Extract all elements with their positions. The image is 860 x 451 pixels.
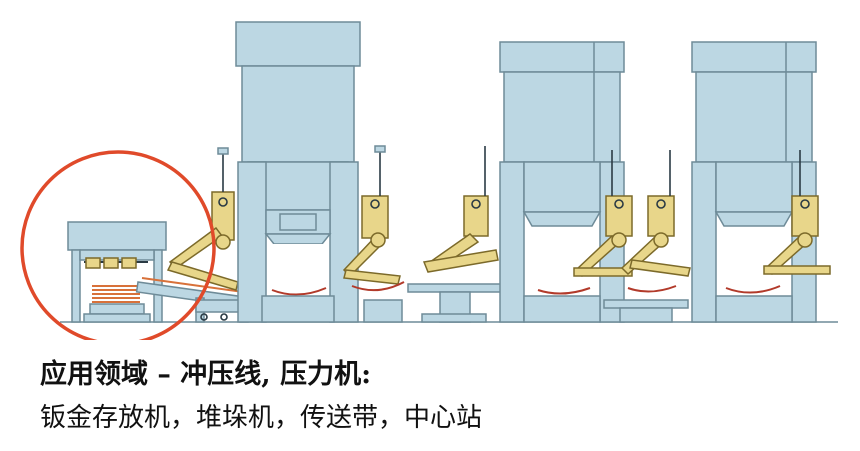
destacker-machine xyxy=(67,221,167,323)
robot-arm-icon xyxy=(407,146,505,323)
caption-title: 应用领域 – 冲压线, 压力机: xyxy=(40,359,372,390)
robot-arm-icon xyxy=(342,145,405,323)
press-machine-icon xyxy=(691,41,817,323)
sheet-stack xyxy=(92,285,140,303)
caption-subtitle: 钣金存放机，堆垛机，传送带，中心站 xyxy=(40,403,483,433)
robot-arm-icon xyxy=(763,150,831,276)
press-machine-icon xyxy=(499,41,625,323)
robot-arm-icon xyxy=(166,147,239,291)
robot-arm-icon xyxy=(573,150,633,278)
robot-arm-icon xyxy=(603,150,691,323)
circle-highlight xyxy=(20,150,216,340)
press-machine-icon xyxy=(235,21,361,323)
press-line-diagram: .pf { fill: #bcd7e3; stroke: #6e8b98; st… xyxy=(20,21,838,340)
